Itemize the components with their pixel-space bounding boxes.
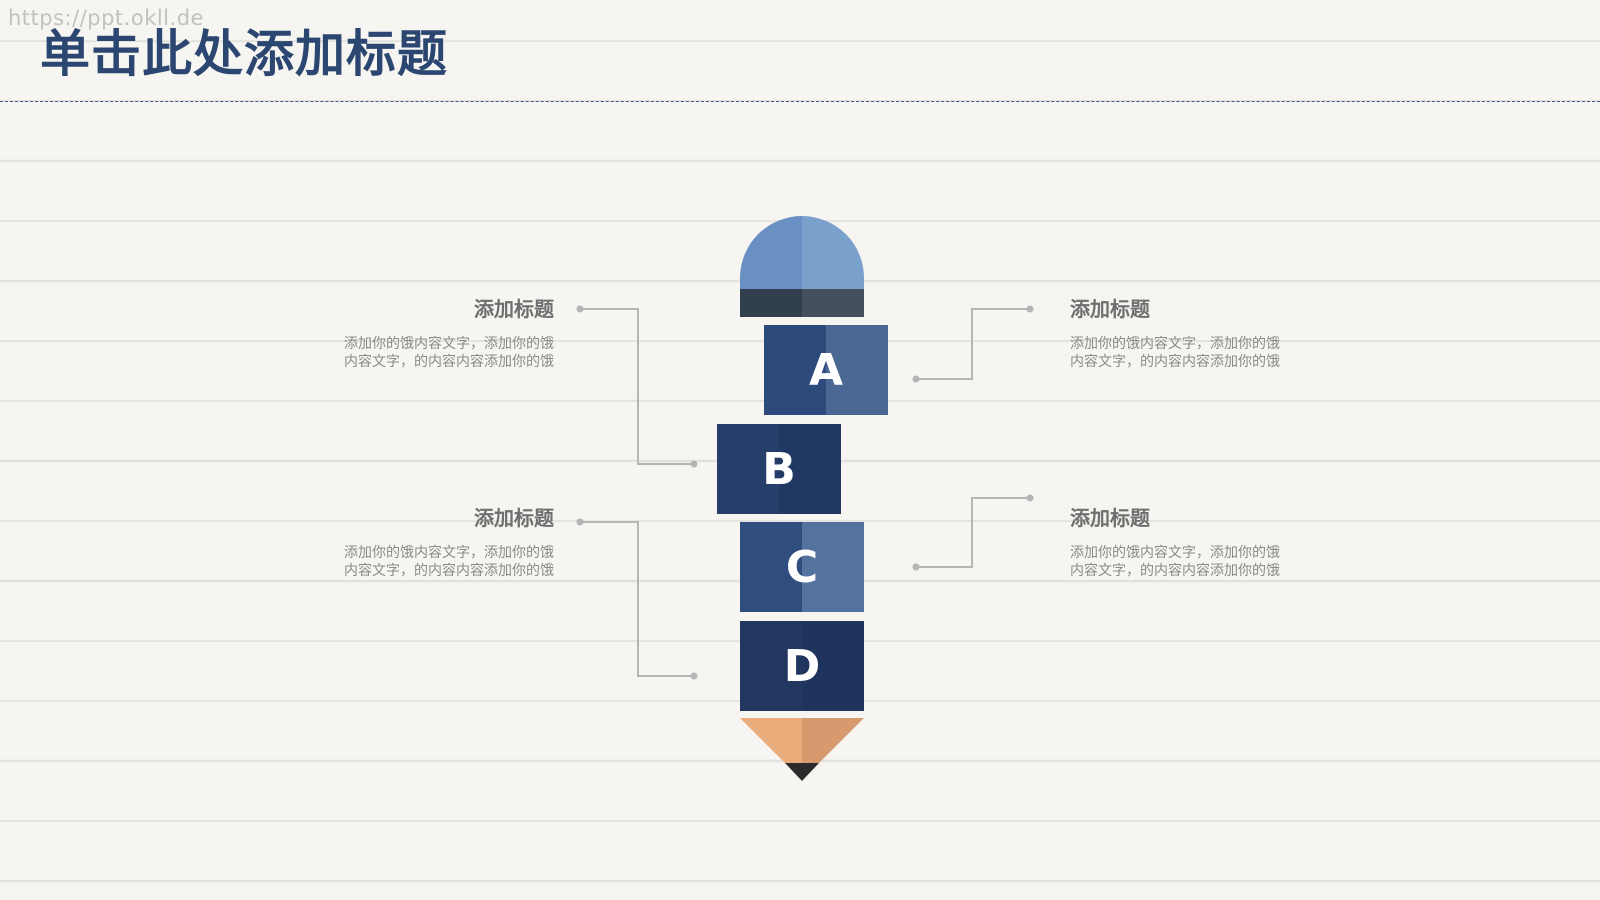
item-desc-line: 内容文字，的内容内容添加你的饿 [344,354,554,370]
connector-d [580,521,694,677]
watermark-url: https://ppt.okll.de [8,6,204,30]
title-divider [0,101,1600,102]
connector-dot [690,672,698,680]
slide-title[interactable]: 单击此处添加标题 [40,25,448,83]
connector-dot [690,460,698,468]
block-letter-a: A [808,344,844,396]
item-desc-line: 添加你的饿内容文字，添加你的饿 [1070,545,1280,561]
connector-b [580,308,694,465]
item-desc-line: 内容文字，的内容内容添加你的饿 [344,563,554,579]
pencil-block-b[interactable]: B [717,424,841,514]
pencil-block-d[interactable]: D [740,621,864,711]
connector-dot [912,563,920,571]
connector-dot [576,518,584,526]
item-desc-line: 内容文字，的内容内容添加你的饿 [1070,563,1280,579]
pencil-ferrule-right [802,289,864,317]
block-letter-c: C [785,541,819,593]
pencil-ferrule-left [740,289,802,317]
pencil-eraser-right [802,216,864,290]
connector-c [916,497,1030,568]
pencil-block-c[interactable]: C [740,522,864,612]
item-desc-line: 添加你的饿内容文字，添加你的饿 [344,336,554,352]
pencil-lead [785,763,819,781]
block-letter-d: D [783,640,821,692]
text-group-4[interactable]: 添加标题 添加你的饿内容文字，添加你的饿 内容文字，的内容内容添加你的饿 [1070,506,1302,580]
pencil-tip-wood-right [802,718,864,763]
connector-dot [1026,494,1034,502]
pencil-block-a[interactable]: A [764,325,888,415]
pencil-tip-wood-left [740,718,802,763]
item-desc-line: 添加你的饿内容文字，添加你的饿 [344,545,554,561]
item-desc-line: 内容文字，的内容内容添加你的饿 [1070,354,1280,370]
item-desc-line: 添加你的饿内容文字，添加你的饿 [1070,336,1280,352]
connector-dot [1026,305,1034,313]
connector-a [916,308,1030,380]
item-title: 添加标题 [1070,297,1150,321]
text-group-1[interactable]: 添加标题 添加你的饿内容文字，添加你的饿 内容文字，的内容内容添加你的饿 [322,297,554,371]
text-group-2[interactable]: 添加标题 添加你的饿内容文字，添加你的饿 内容文字，的内容内容添加你的饿 [1070,297,1302,371]
connector-dot [912,375,920,383]
item-title: 添加标题 [474,297,554,321]
text-group-3[interactable]: 添加标题 添加你的饿内容文字，添加你的饿 内容文字，的内容内容添加你的饿 [322,506,554,580]
pencil-eraser-left [740,216,802,290]
item-title: 添加标题 [1070,506,1150,530]
item-title: 添加标题 [474,506,554,530]
connector-dot [576,305,584,313]
block-letter-b: B [762,443,796,495]
